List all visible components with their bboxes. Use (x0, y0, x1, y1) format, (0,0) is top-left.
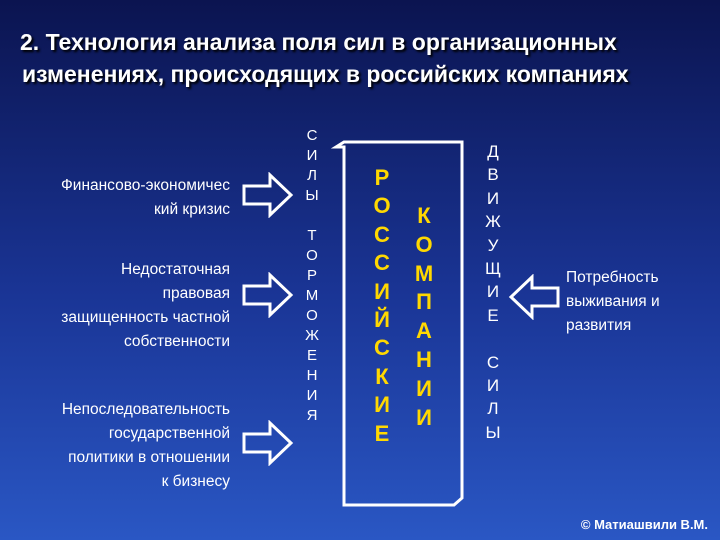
letter: П (416, 289, 432, 315)
letter: Л (307, 167, 317, 184)
letter: Л (487, 399, 499, 419)
letter: С (486, 352, 500, 372)
factor-line: кий кризис (154, 201, 230, 218)
factor-line: политики в отношении (68, 449, 230, 466)
arrow-right-icon (242, 420, 294, 466)
factor-line: защищенность частной (61, 309, 230, 326)
factor-line: собственности (123, 333, 230, 350)
letter: Д (487, 142, 499, 161)
letter: В (487, 165, 499, 185)
letter: О (373, 193, 391, 219)
letter: С (374, 250, 390, 276)
letter: И (374, 278, 390, 304)
letter: Т (307, 227, 317, 244)
title-line-1: 2. Технология анализа поля сил в организ… (20, 29, 617, 55)
factor-line: Потребность (566, 269, 659, 286)
letter: А (416, 318, 432, 344)
letter: И (416, 404, 432, 430)
letter: Ж (485, 212, 501, 232)
title-line-2: изменениях, происходящих в российских ко… (22, 61, 629, 87)
arrow-right-icon (242, 172, 294, 218)
letter: Й (374, 307, 390, 333)
factor-survival-need: Потребность выживания и развития (566, 266, 660, 338)
factor-line: Непоследовательность (61, 401, 230, 418)
letter: Я (306, 407, 318, 424)
letter: М (414, 260, 434, 286)
letter: И (486, 376, 500, 396)
letter: И (374, 392, 390, 418)
letter: Р (306, 267, 317, 284)
letter: О (306, 307, 318, 324)
factor-line: государственной (108, 425, 230, 442)
factor-legal-protection: Недостаточная правовая защищенность част… (61, 258, 230, 354)
letter: О (306, 247, 318, 264)
factor-line: развития (566, 317, 632, 334)
letter: Ы (485, 422, 501, 442)
letter: Ы (305, 187, 319, 204)
letter: К (417, 203, 431, 228)
letter: И (306, 387, 318, 404)
letter: К (375, 363, 389, 389)
copyright-text: © Матиашвили В.М. (580, 517, 708, 532)
factor-line: к бизнесу (161, 473, 230, 490)
factor-line: выживания и (566, 293, 660, 310)
letter: И (416, 375, 432, 401)
factor-financial-crisis: Финансово-экономичес кий кризис (61, 174, 230, 222)
factor-state-policy: Непоследовательность государственной пол… (62, 398, 230, 494)
letter: О (415, 231, 433, 257)
letter: С (374, 221, 390, 247)
letter: Н (306, 367, 318, 384)
letter (297, 206, 327, 226)
letter: Щ (485, 259, 501, 279)
letter: И (486, 282, 500, 302)
letter: Р (374, 165, 390, 190)
letter: Н (416, 346, 432, 372)
factor-line: правовая (162, 285, 230, 302)
letter: Ж (305, 327, 319, 344)
arrow-left-icon (508, 274, 560, 320)
letter: Е (487, 305, 499, 325)
factor-line: Финансово-экономичес (61, 177, 230, 194)
letter: Е (306, 347, 317, 364)
letter: И (486, 188, 500, 208)
letter: С (306, 127, 318, 144)
letter: У (487, 235, 499, 255)
arrow-right-icon (242, 272, 294, 318)
letter: М (305, 287, 319, 304)
letter: Е (374, 420, 390, 446)
factor-line: Недостаточная (121, 261, 230, 278)
letter: С (374, 335, 390, 361)
slide-title: 2. Технология анализа поля сил в организ… (20, 26, 710, 90)
letter (478, 327, 508, 350)
letter: И (306, 147, 318, 164)
